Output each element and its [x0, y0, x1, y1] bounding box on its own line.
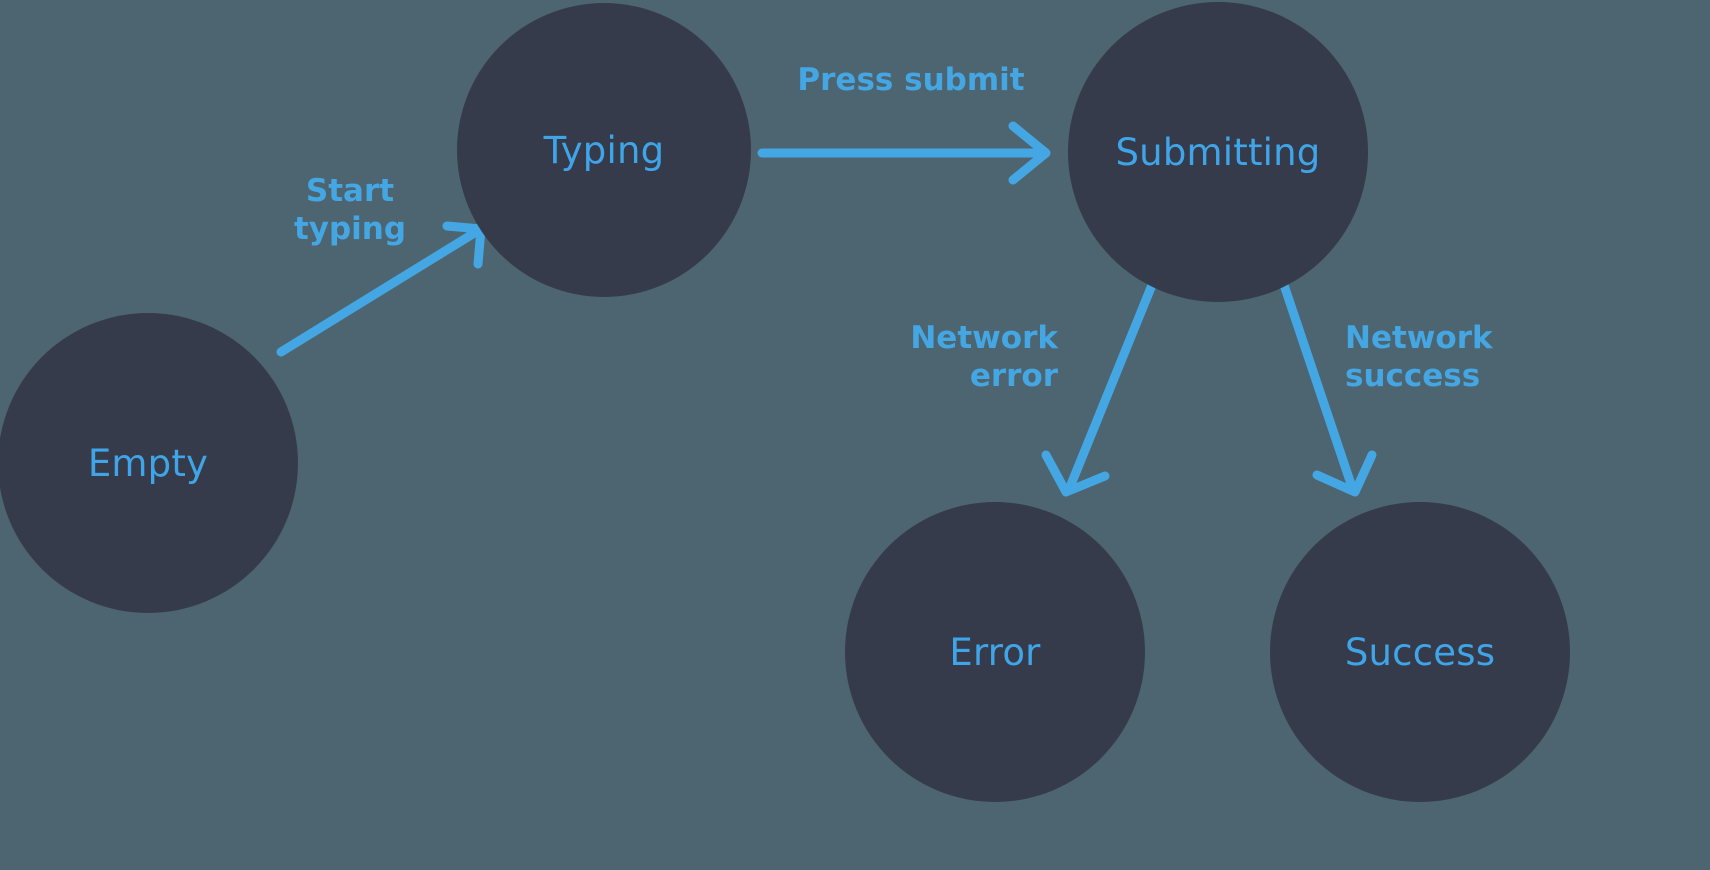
edge-label-network-error: Network error: [910, 320, 1058, 394]
state-node-label: Empty: [87, 441, 209, 485]
edge-label-start-typing: Start typing: [293, 173, 407, 247]
state-node-label: Submitting: [1115, 130, 1321, 174]
state-node-label: Error: [949, 630, 1041, 674]
state-node-submitting[interactable]: Submitting: [1068, 2, 1368, 302]
state-node-label: Typing: [543, 128, 665, 172]
state-node-empty[interactable]: Empty: [0, 313, 298, 613]
state-node-success[interactable]: Success: [1270, 502, 1570, 802]
state-node-typing[interactable]: Typing: [457, 3, 751, 297]
edge-submitting-to-error: [1041, 280, 1157, 497]
edge-typing-to-submitting: [757, 121, 1051, 185]
edge-label-network-success: Network success: [1345, 320, 1493, 394]
edge-label-press-submit: Press submit: [797, 62, 1025, 98]
state-node-error[interactable]: Error: [845, 502, 1145, 802]
state-node-label: Success: [1344, 630, 1496, 674]
